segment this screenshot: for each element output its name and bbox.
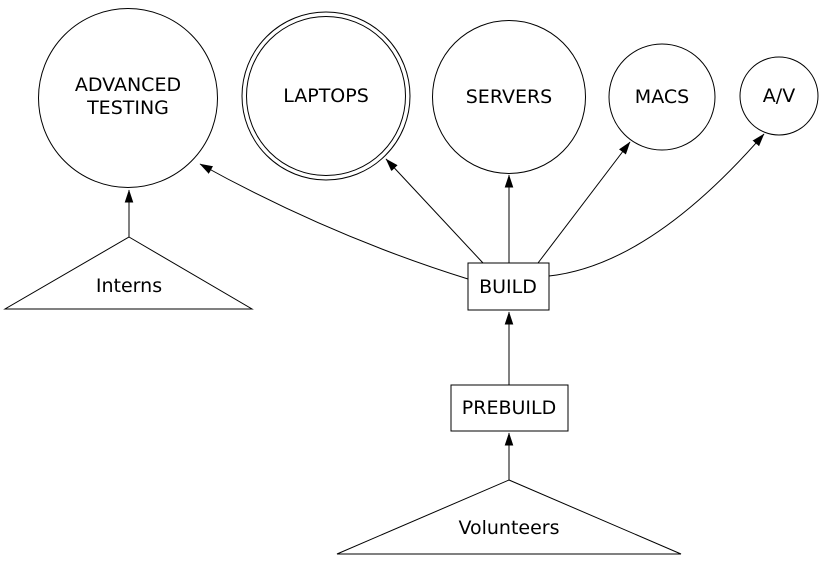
- prebuild-label: PREBUILD: [462, 397, 556, 419]
- servers-label: SERVERS: [466, 86, 553, 108]
- node-servers-circle: [432, 20, 586, 174]
- av-label: A/V: [763, 85, 795, 107]
- node-build-box: [467, 262, 550, 311]
- volunteers-label: Volunteers: [458, 517, 559, 539]
- node-volunteers-triangle: [336, 479, 682, 555]
- edge-build-to-av: [548, 133, 765, 277]
- interns-label: Interns: [96, 275, 162, 297]
- edge-build-to-laptops: [385, 158, 484, 264]
- node-advanced-testing-circle: [38, 8, 218, 188]
- node-prebuild-box: [450, 384, 569, 432]
- build-label: BUILD: [479, 276, 537, 298]
- node-av-circle: [739, 56, 819, 136]
- advanced-testing-label-line2: TESTING: [86, 97, 169, 119]
- laptops-label: LAPTOPS: [283, 85, 369, 107]
- node-laptops-inner-circle: [246, 16, 406, 176]
- advanced-testing-label-line1: ADVANCED: [75, 74, 181, 96]
- edge-build-to-advanced-testing: [199, 163, 469, 280]
- macs-label: MACS: [635, 86, 689, 108]
- node-macs-circle: [608, 43, 716, 151]
- edge-build-to-macs: [537, 141, 631, 264]
- node-laptops-outer-circle: [241, 11, 411, 181]
- node-interns-triangle: [3, 236, 254, 310]
